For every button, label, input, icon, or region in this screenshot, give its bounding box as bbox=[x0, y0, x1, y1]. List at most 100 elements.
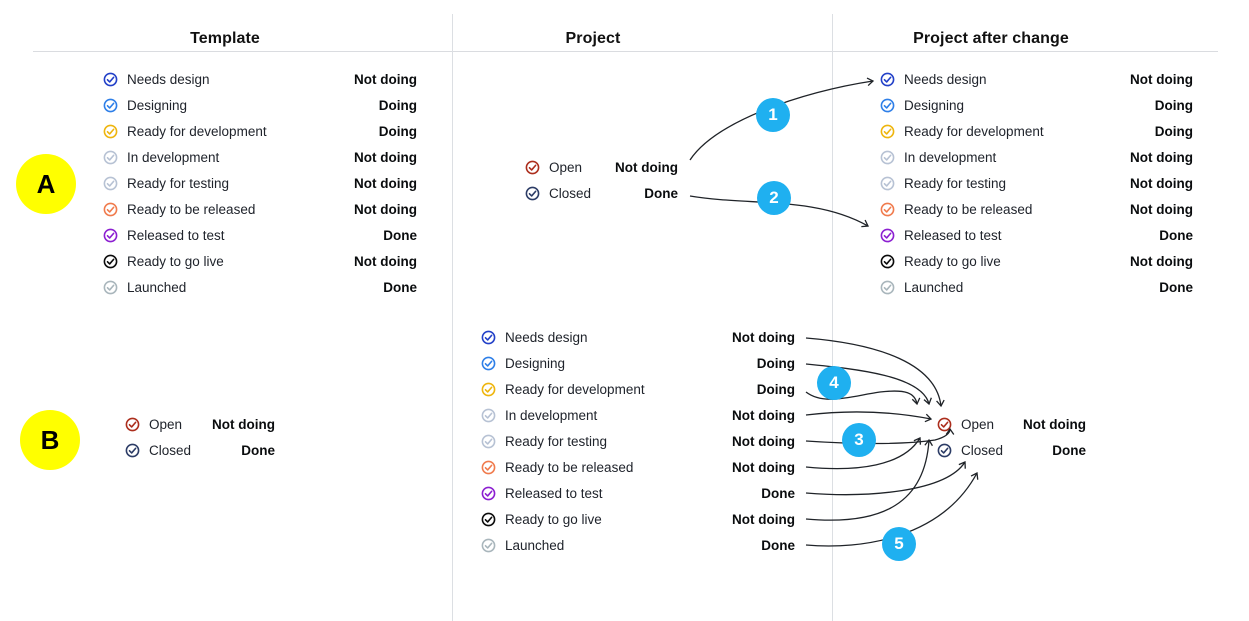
status-value: Done bbox=[1159, 279, 1193, 295]
status-label: Launched bbox=[904, 279, 964, 295]
column-header-template: Template bbox=[190, 30, 260, 47]
status-value: Doing bbox=[378, 97, 417, 113]
status-row: Ready for development Doing bbox=[103, 118, 417, 144]
status-row: Designing Doing bbox=[880, 92, 1193, 118]
status-value: Not doing bbox=[354, 149, 417, 165]
status-row: Ready to go live Not doing bbox=[103, 248, 417, 274]
status-label: Ready to be released bbox=[505, 459, 634, 475]
workflow-value: Not doing bbox=[615, 159, 678, 175]
workflow-row: Closed Done bbox=[525, 180, 678, 206]
status-label: Released to test bbox=[904, 227, 1002, 243]
workflow-row: Open Not doing bbox=[525, 154, 678, 180]
status-row: Ready to be released Not doing bbox=[103, 196, 417, 222]
column-header-project: Project bbox=[565, 30, 621, 47]
status-check-icon bbox=[481, 538, 496, 553]
workflow-check-icon bbox=[125, 443, 140, 458]
status-row: Released to test Done bbox=[481, 480, 795, 506]
workflow-value: Not doing bbox=[1023, 416, 1086, 432]
status-check-icon bbox=[481, 512, 496, 527]
status-label: Ready for testing bbox=[127, 175, 230, 191]
status-row: Needs design Not doing bbox=[481, 324, 795, 350]
status-label: Designing bbox=[127, 97, 188, 113]
status-label: Ready to be released bbox=[127, 201, 256, 217]
column-header-project-after-change: Project after change bbox=[913, 30, 1069, 47]
section-marker-b: B bbox=[20, 410, 80, 470]
status-check-icon bbox=[103, 228, 118, 243]
status-row: Ready for development Doing bbox=[880, 118, 1193, 144]
status-value: Not doing bbox=[732, 511, 795, 527]
status-value: Doing bbox=[756, 381, 795, 397]
workflow-label: Closed bbox=[149, 442, 192, 458]
workflow-value: Done bbox=[1052, 442, 1086, 458]
status-check-icon bbox=[103, 150, 118, 165]
status-check-icon bbox=[481, 486, 496, 501]
status-label: Needs design bbox=[127, 71, 210, 87]
status-check-icon bbox=[880, 176, 895, 191]
status-label: Launched bbox=[127, 279, 187, 295]
status-check-icon bbox=[880, 72, 895, 87]
status-row: Designing Doing bbox=[103, 92, 417, 118]
status-value: Not doing bbox=[354, 253, 417, 269]
status-check-icon bbox=[481, 330, 496, 345]
status-label: Released to test bbox=[505, 485, 603, 501]
status-check-icon bbox=[481, 460, 496, 475]
status-value: Not doing bbox=[732, 407, 795, 423]
status-row: In development Not doing bbox=[103, 144, 417, 170]
status-label: Ready for testing bbox=[904, 175, 1007, 191]
status-value: Not doing bbox=[1130, 71, 1193, 87]
status-value: Done bbox=[761, 537, 795, 553]
arrow-released-to-test-to-closed bbox=[805, 461, 966, 496]
status-label: Needs design bbox=[904, 71, 987, 87]
workflow-label: Closed bbox=[961, 442, 1004, 458]
status-check-icon bbox=[103, 280, 118, 295]
step-badge-4: 4 bbox=[817, 366, 851, 400]
status-value: Not doing bbox=[1130, 253, 1193, 269]
column-divider-left bbox=[452, 14, 453, 621]
status-row: Needs design Not doing bbox=[880, 66, 1193, 92]
status-check-icon bbox=[481, 382, 496, 397]
status-label: Needs design bbox=[505, 329, 588, 345]
workflow-row: Closed Done bbox=[937, 437, 1086, 463]
status-label: Ready for testing bbox=[505, 433, 608, 449]
status-label: Designing bbox=[505, 355, 566, 371]
status-value: Done bbox=[383, 279, 417, 295]
workflow-check-icon bbox=[525, 186, 540, 201]
b-workflow-list: Open Not doing Closed Done bbox=[125, 411, 275, 463]
status-value: Done bbox=[383, 227, 417, 243]
status-row: Launched Done bbox=[103, 274, 417, 300]
status-row: Ready for testing Not doing bbox=[103, 170, 417, 196]
status-check-icon bbox=[103, 72, 118, 87]
arrow-ready-for-testing-to-open bbox=[805, 427, 955, 445]
status-label: Ready for development bbox=[505, 381, 645, 397]
workflow-label: Open bbox=[149, 416, 183, 432]
status-check-icon bbox=[481, 408, 496, 423]
status-check-icon bbox=[103, 202, 118, 217]
template-status-list: Needs design Not doing Designing Doing R… bbox=[103, 66, 417, 300]
step-badge-2: 2 bbox=[757, 181, 791, 215]
status-value: Not doing bbox=[354, 71, 417, 87]
workflow-label: Open bbox=[961, 416, 995, 432]
status-row: Launched Done bbox=[481, 532, 795, 558]
workflow-value: Done bbox=[241, 442, 275, 458]
status-row: Ready for testing Not doing bbox=[481, 428, 795, 454]
status-row: Ready to go live Not doing bbox=[481, 506, 795, 532]
project-workflow-list: Open Not doing Closed Done bbox=[525, 154, 678, 206]
status-check-icon bbox=[103, 98, 118, 113]
status-row: Designing Doing bbox=[481, 350, 795, 376]
status-label: Ready to go live bbox=[904, 253, 1001, 269]
status-row: Ready for testing Not doing bbox=[880, 170, 1193, 196]
status-row: Released to test Done bbox=[103, 222, 417, 248]
status-row: In development Not doing bbox=[880, 144, 1193, 170]
step-badge-1: 1 bbox=[756, 98, 790, 132]
status-check-icon bbox=[481, 434, 496, 449]
status-row: Ready for development Doing bbox=[481, 376, 795, 402]
status-label: In development bbox=[904, 149, 997, 165]
workflow-row: Closed Done bbox=[125, 437, 275, 463]
workflow-row: Open Not doing bbox=[937, 411, 1086, 437]
workflow-check-icon bbox=[125, 417, 140, 432]
status-value: Not doing bbox=[1130, 175, 1193, 191]
workflow-check-icon bbox=[525, 160, 540, 175]
status-value: Doing bbox=[756, 355, 795, 371]
workflow-check-icon bbox=[937, 417, 952, 432]
